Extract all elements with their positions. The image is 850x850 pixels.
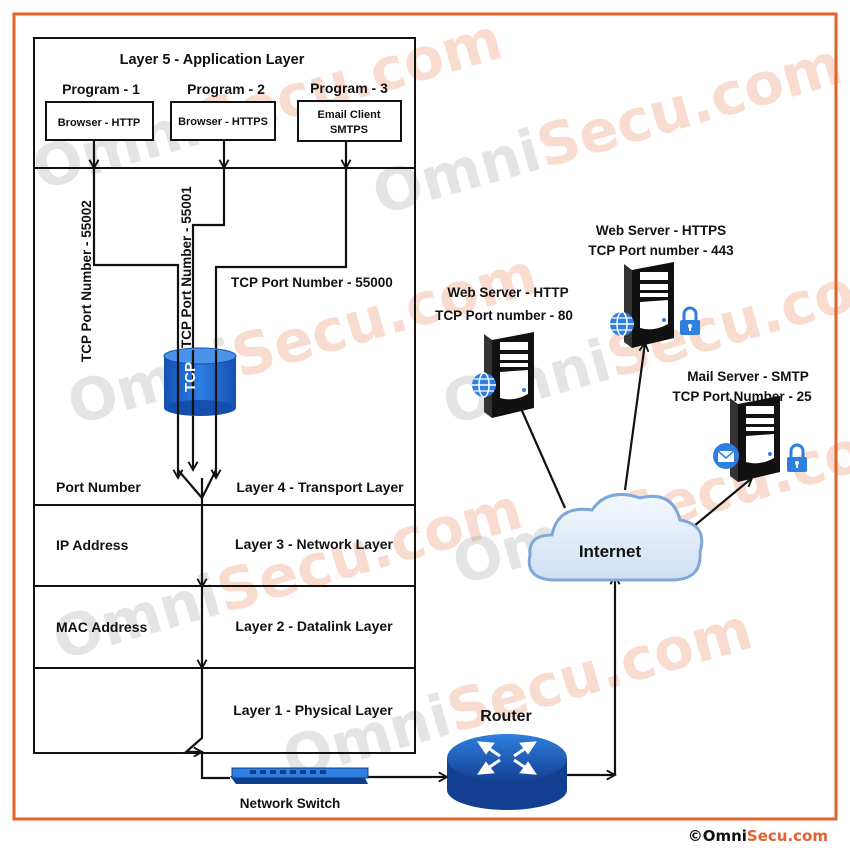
mail-server-smtp-port: TCP Port Number - 25 xyxy=(672,389,812,404)
internet-label: Internet xyxy=(579,542,642,561)
ip-address-label: IP Address xyxy=(56,537,129,553)
program-2-box-label: Browser - HTTPS xyxy=(178,116,268,128)
router-label: Router xyxy=(480,708,532,725)
tcp-label: TCP xyxy=(182,362,199,392)
layer3-label: Layer 3 - Network Layer xyxy=(235,536,394,552)
tcp-cylinder: TCP xyxy=(163,347,237,416)
copyright-text: ©OmniSecu.com xyxy=(688,827,828,845)
program-3-title: Program - 3 xyxy=(310,80,388,96)
mail-server-smtp-name: Mail Server - SMTP xyxy=(687,369,809,384)
program-3-box-line1: Email Client xyxy=(318,109,381,121)
web-server-https-name: Web Server - HTTPS xyxy=(596,223,726,238)
network-switch-icon xyxy=(230,767,369,784)
web-server-https-port: TCP Port number - 443 xyxy=(588,243,734,258)
program-1-title: Program - 1 xyxy=(62,81,140,97)
mail-server-smtp-icon xyxy=(713,396,809,482)
port-label-55001: TCP Port Number - 55001 xyxy=(179,186,194,348)
program-3-box-line2: SMTPS xyxy=(330,124,368,136)
layer1-label: Layer 1 - Physical Layer xyxy=(233,702,393,718)
layer4-label: Layer 4 - Transport Layer xyxy=(236,479,404,495)
merge-arrows xyxy=(177,469,217,499)
layer2-label: Layer 2 - Datalink Layer xyxy=(235,618,393,634)
layer5-label: Layer 5 - Application Layer xyxy=(120,52,305,68)
network-switch-label: Network Switch xyxy=(240,796,341,811)
mac-address-label: MAC Address xyxy=(56,619,147,635)
program-1-box-label: Browser - HTTP xyxy=(58,117,141,129)
web-server-http-name: Web Server - HTTP xyxy=(447,285,568,300)
internet-cloud-icon xyxy=(527,493,704,582)
port-number-label: Port Number xyxy=(56,479,141,495)
router-icon xyxy=(447,734,567,810)
globe-icon xyxy=(471,372,497,398)
program-3-box xyxy=(297,100,402,142)
program-2-title: Program - 2 xyxy=(187,81,265,97)
port-label-55002: TCP Port Number - 55002 xyxy=(79,200,94,362)
program-2-box xyxy=(170,101,276,141)
globe-icon xyxy=(609,311,635,337)
outer-frame xyxy=(12,12,838,821)
port-label-55000: TCP Port Number - 55000 xyxy=(231,275,393,290)
web-server-http-port: TCP Port number - 80 xyxy=(435,308,573,323)
program-1-box xyxy=(45,101,154,141)
envelope-icon xyxy=(713,443,739,469)
